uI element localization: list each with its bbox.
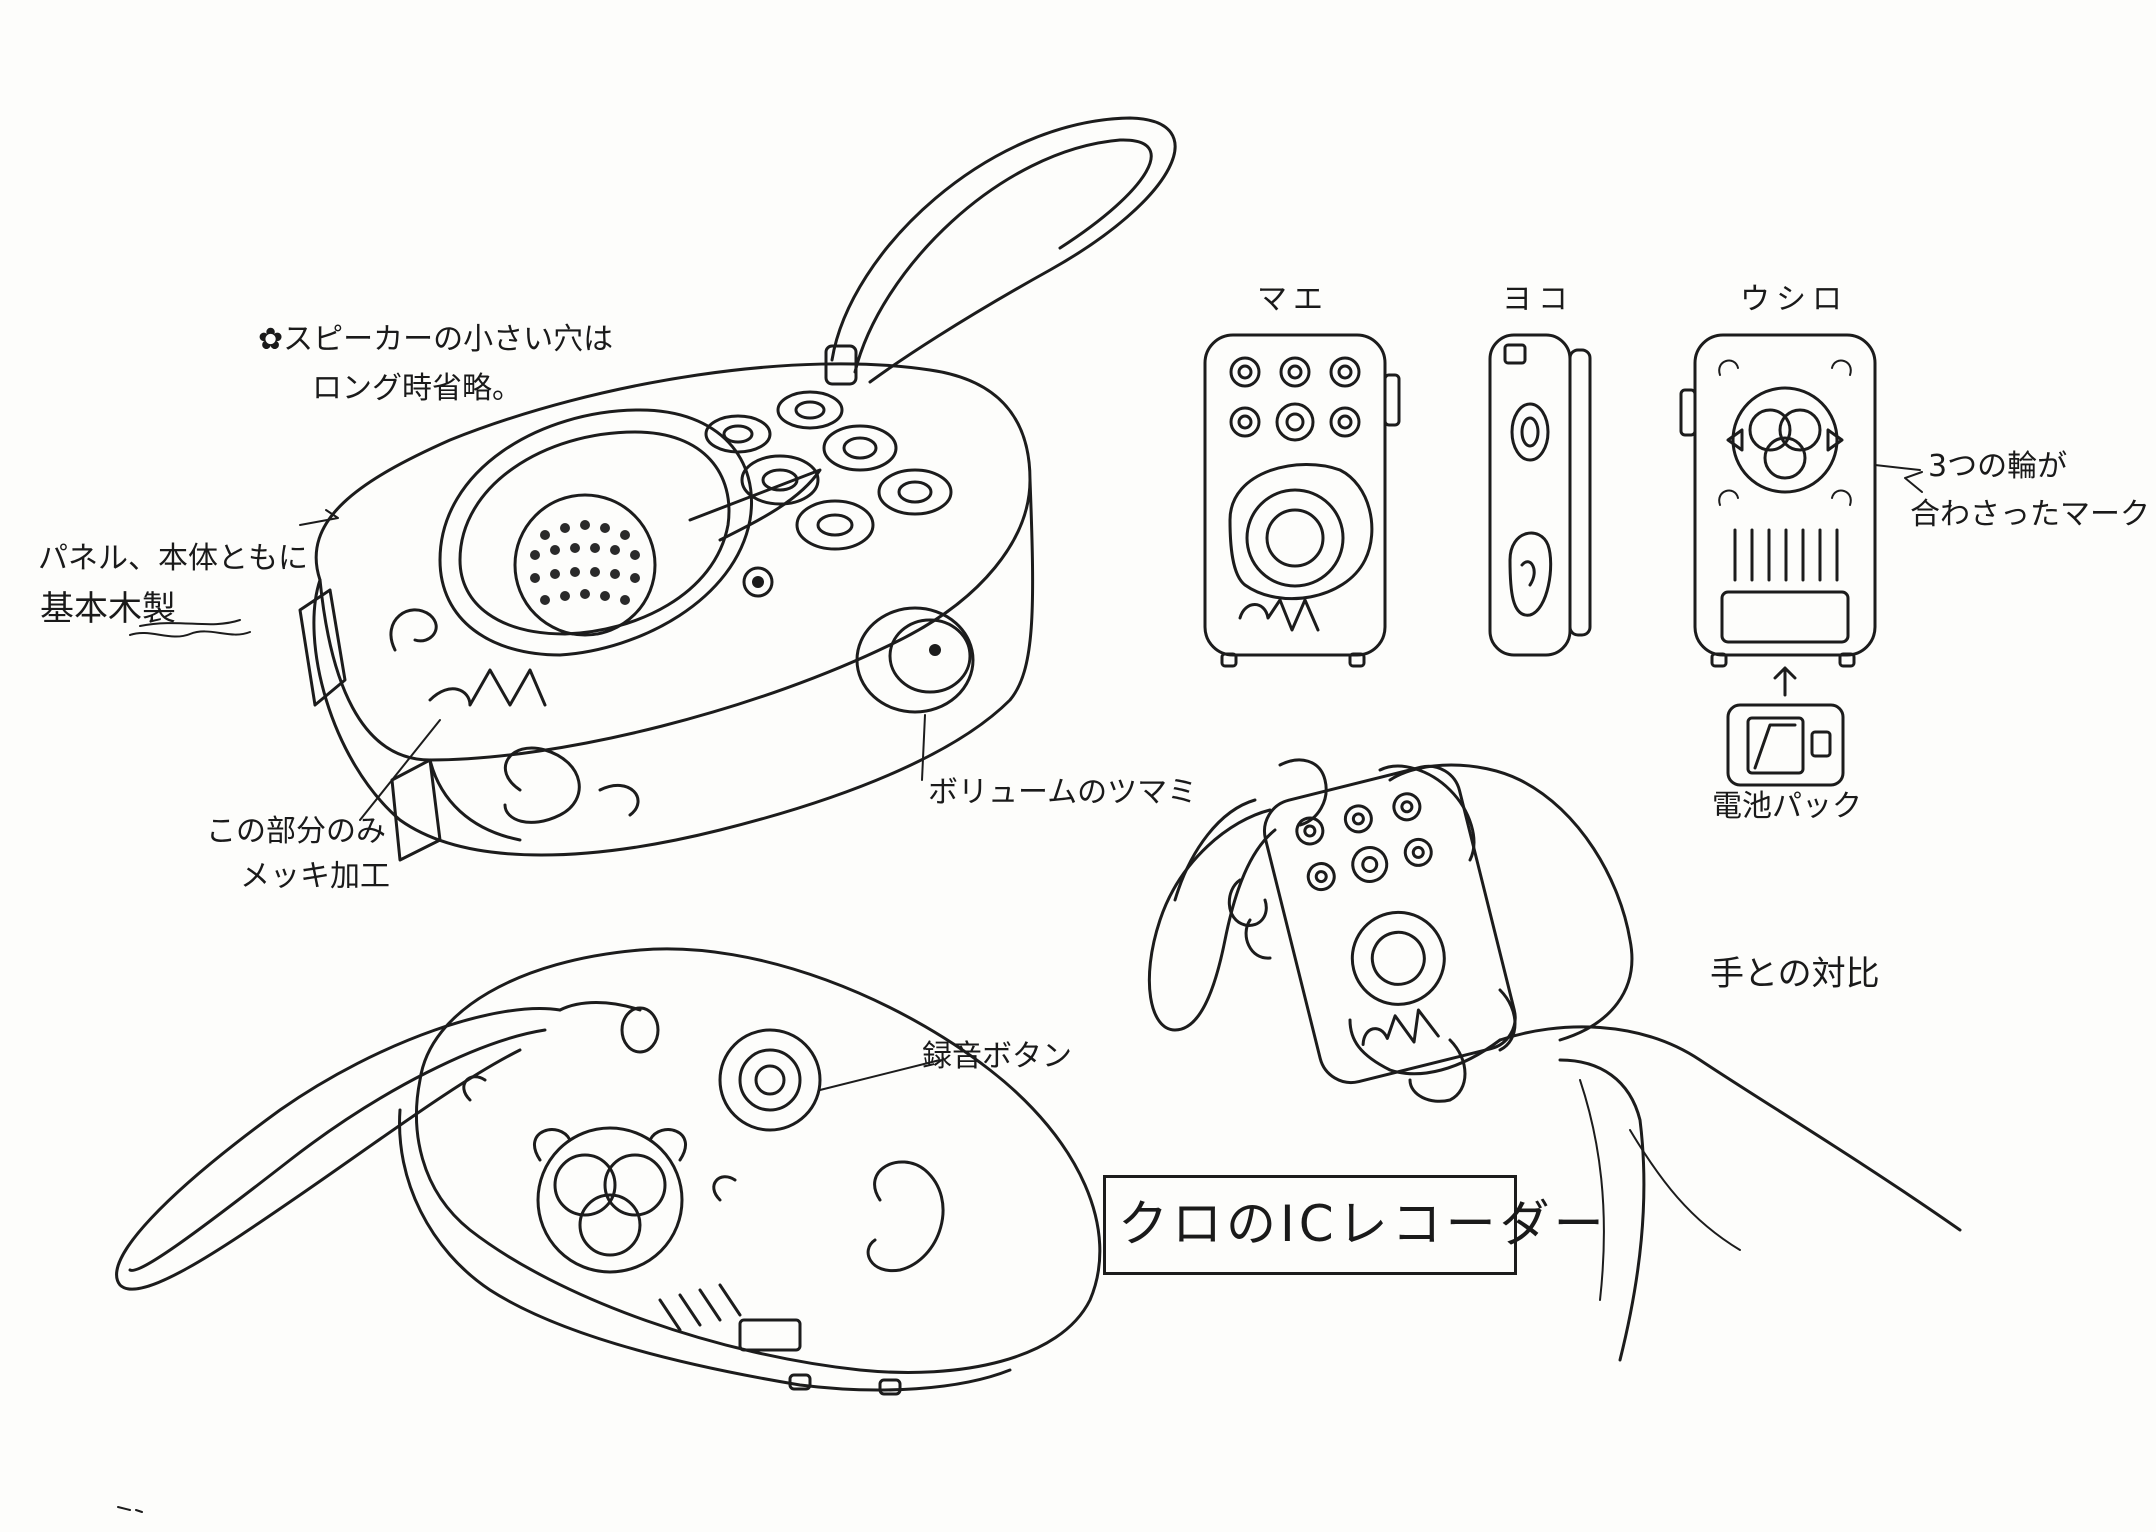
front-view-drawing bbox=[1203, 333, 1401, 668]
main-perspective-recorder bbox=[139, 116, 1177, 862]
mark-note-line1: 3つの輪が bbox=[1928, 449, 2068, 484]
hand-comparison-label: 手との対比 bbox=[1710, 954, 1880, 994]
side-view-label: ヨコ bbox=[1502, 282, 1574, 317]
battery-pack-label: 電池パック bbox=[1712, 789, 1862, 824]
mark-note-line2: 合わさったマーク bbox=[1910, 497, 2150, 532]
title-box bbox=[1103, 1175, 1517, 1275]
record-button-label: 録音ボタン bbox=[922, 1039, 1072, 1074]
plating-note-line1: この部分のみ bbox=[206, 814, 386, 849]
back-view-drawing bbox=[1679, 333, 1923, 697]
battery-pack-drawing bbox=[1726, 703, 1845, 787]
speaker-note-line2: ロング時省略。 bbox=[312, 371, 522, 406]
speaker-note-line1: ✿スピーカーの小さい穴は bbox=[258, 322, 614, 357]
front-view-label: マエ bbox=[1257, 282, 1329, 317]
sheet-title: クロのICレコーダー bbox=[1118, 1195, 1608, 1253]
speaker-grille-holes bbox=[530, 520, 640, 605]
hand-comparison-drawing bbox=[1147, 758, 1962, 1362]
side-view-drawing bbox=[1488, 333, 1592, 657]
plating-note-line2: メッキ加工 bbox=[240, 859, 390, 894]
bottom-perspective-recorder bbox=[115, 947, 1102, 1396]
material-note-line2: 基本木製 bbox=[40, 589, 176, 629]
material-note-line1: パネル、本体ともに bbox=[38, 541, 308, 576]
main-buttons bbox=[704, 390, 953, 598]
back-view-label: ウシロ bbox=[1740, 282, 1848, 317]
volume-knob-label: ボリュームのツマミ bbox=[928, 775, 1198, 810]
material-underline bbox=[129, 630, 251, 638]
